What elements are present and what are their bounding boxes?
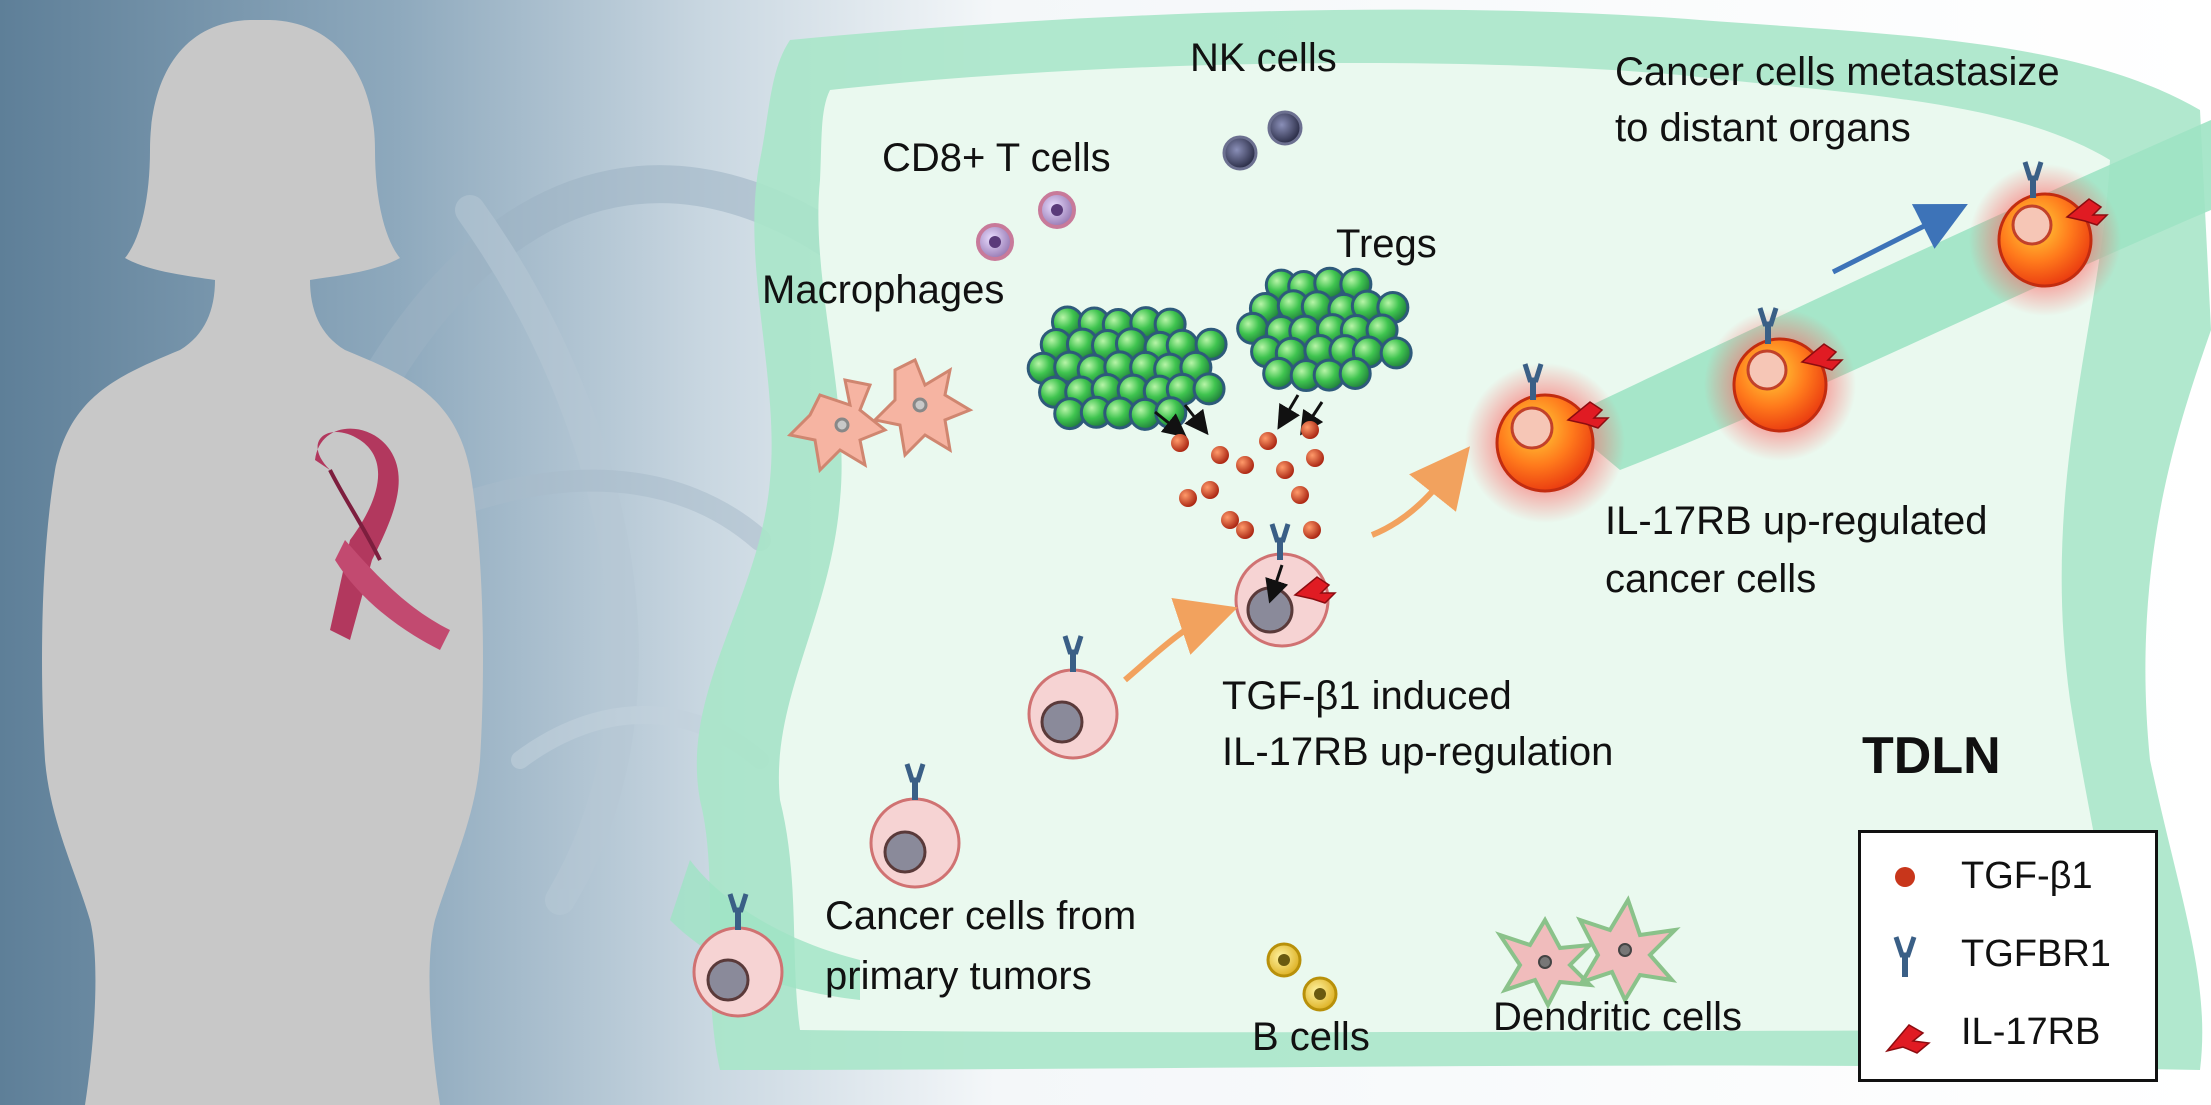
legend-label-tgfbr1: TGFBR1 [1961, 933, 2111, 975]
b-cells [1266, 942, 1338, 1012]
legend: TGF-β1 TGFBR1 IL-17RB [1858, 830, 2158, 1082]
tgf-beta1-dot-icon [1895, 867, 1915, 887]
treg-cluster-left [1026, 305, 1228, 431]
treg-cell [1379, 336, 1413, 370]
legend-label-tgf-beta1: TGF-β1 [1961, 855, 2093, 897]
label-tdln: TDLN [1862, 727, 2001, 785]
treg-cell [1194, 327, 1228, 361]
label-metastasis-line1: Cancer cells metastasize [1615, 50, 2060, 94]
treg-cell [1262, 356, 1296, 390]
secretion-arrows [1154, 394, 1324, 438]
treg-cluster-right [1236, 266, 1413, 393]
treg-cell [1192, 372, 1226, 406]
pink-ribbon-icon [315, 428, 450, 650]
tgf-beta1-dots [1171, 421, 1324, 539]
lymphatic-vessel-left [670, 860, 860, 1000]
metastasis-arrow [1831, 203, 1968, 275]
upregulated-cancer-cells [1465, 162, 2121, 523]
cd8-t-cells [976, 191, 1076, 261]
legend-label-il17rb: IL-17RB [1961, 1011, 2101, 1053]
legend-row-tgf-beta1: TGF-β1 [1861, 839, 2155, 919]
macrophages [786, 357, 974, 474]
primary-cancer-cells [692, 636, 1119, 1018]
tgfbr1-receptor-icon [1893, 936, 1917, 977]
label-induction-line1: TGF-β1 induced [1222, 674, 1512, 718]
woman-silhouette [42, 20, 483, 1105]
label-metastasis-line2: to distant organs [1615, 106, 1911, 150]
il17rb-receptor-icon [1884, 1024, 1931, 1054]
label-induction-line2: IL-17RB up-regulation [1222, 730, 1614, 774]
inducing-cancer-cell [1234, 524, 1336, 648]
label-upregulated-line1: IL-17RB up-regulated [1605, 499, 1988, 543]
label-primary-line1: Cancer cells from [825, 894, 1137, 938]
treg-cell [1338, 356, 1372, 390]
label-dendritic-cells: Dendritic cells [1493, 995, 1742, 1039]
dendritic-cells [1495, 895, 1681, 1010]
label-tregs: Tregs [1336, 222, 1437, 266]
label-nk-cells: NK cells [1190, 36, 1337, 80]
progression-arrows [1123, 446, 1470, 683]
label-cd8-t-cells: CD8+ T cells [882, 136, 1111, 180]
lymph-node-inner [778, 63, 2112, 1033]
legend-row-tgfbr1: TGFBR1 [1861, 917, 2155, 997]
label-macrophages: Macrophages [762, 268, 1005, 312]
label-upregulated-line2: cancer cells [1605, 557, 1817, 601]
legend-row-il17rb: IL-17RB [1861, 995, 2155, 1075]
nk-cells [1222, 110, 1303, 171]
label-b-cells: B cells [1252, 1015, 1370, 1059]
label-primary-line2: primary tumors [825, 954, 1092, 998]
